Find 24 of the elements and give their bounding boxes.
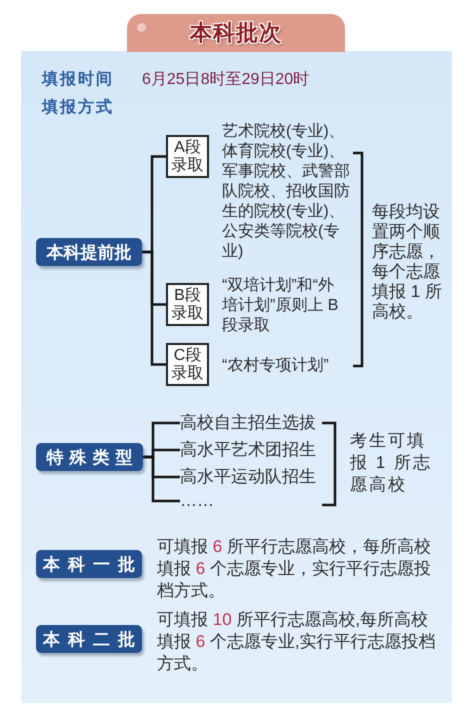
category-tag: 本科一批 [36, 550, 142, 578]
category-tag: 本科提前批 [36, 238, 142, 266]
note-text: 考生可填报 1 所志愿高校 [350, 430, 433, 496]
category-tag: 本科二批 [36, 625, 142, 653]
list-item-text: 高水平运动队招生 [180, 466, 316, 488]
connector-line [142, 250, 166, 366]
title-text: 本科批次 [190, 20, 282, 46]
description-text: 可填报 10 所平行志愿高校,每所高校填报 6 个志愿专业,实行平行志愿投档方式。 [157, 609, 437, 675]
description-text: 艺术院校(专业)、体育院校(专业)、军事院校、武警部队院校、招收国防生的院校(专业)、公安类等院校(专业) [222, 122, 351, 262]
description-text: 可填报 6 所平行志愿高校，每所高校填报 6 个志愿专业，实行平行志愿投档方式。 [157, 536, 432, 602]
segment-box: B段录取 [166, 283, 209, 326]
list-item-text: 高水平艺术团招生 [180, 439, 316, 461]
ellipsis-text: …… [180, 490, 214, 512]
segment-box: A段录取 [166, 135, 209, 178]
date-range-text: 6月25日8时至29日20时 [142, 70, 310, 90]
field-label: 填报方式 [42, 97, 114, 118]
description-text: “双培计划”和“外培计划”原则上 B 段录取 [222, 276, 340, 336]
connector-line [143, 456, 180, 502]
list-item-text: 高校自主招生选拔 [180, 412, 316, 434]
note-text: 每段均设置两个顺序志愿，每个志愿填报 1 所高校。 [372, 202, 443, 322]
field-label: 填报时间 [42, 70, 114, 90]
category-tag: 特殊类型 [36, 443, 143, 471]
segment-box: C段录取 [166, 343, 209, 386]
description-text: “农村专项计划” [222, 356, 329, 376]
